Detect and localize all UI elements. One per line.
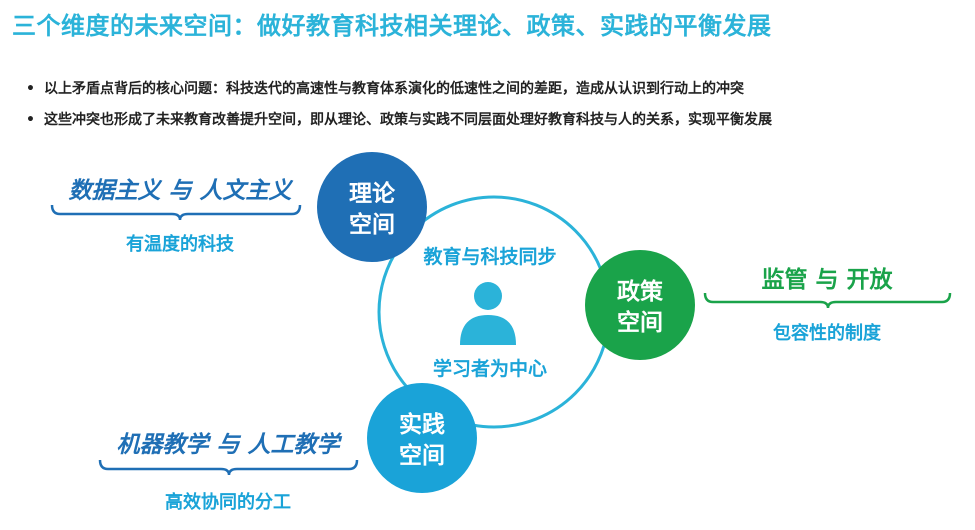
policy-node-line1: 政策: [617, 278, 664, 305]
bullet-item: 这些冲突也形成了未来教育改善提升空间，即从理论、政策与实践不同层面处理好教育科技…: [26, 105, 772, 136]
practice-sub-label: 高效协同的分工: [165, 491, 291, 513]
policy-space-node: 政策 空间: [585, 250, 695, 360]
theory-brace: [50, 204, 302, 221]
policy-main-label: 监管 与 开放: [761, 266, 893, 293]
theory-node-line1: 理论: [349, 180, 396, 207]
policy-brace: [703, 292, 952, 309]
theory-space-node: 理论 空间: [317, 152, 427, 262]
theory-sub-label: 有温度的科技: [126, 233, 235, 255]
practice-node-line1: 实践: [399, 411, 445, 438]
page-title: 三个维度的未来空间：做好教育科技相关理论、政策、实践的平衡发展: [12, 12, 772, 40]
policy-node-line2: 空间: [617, 309, 663, 336]
policy-sub-label: 包容性的制度: [773, 322, 882, 344]
practice-brace: [98, 459, 359, 476]
bullet-item: 以上矛盾点背后的核心问题：科技迭代的高速性与教育体系演化的低速性之间的差距，造成…: [26, 74, 772, 105]
center-bottom-text: 学习者为中心: [433, 357, 547, 380]
practice-space-node: 实践 空间: [367, 383, 477, 493]
center-top-text: 教育与科技同步: [423, 245, 556, 268]
practice-node-line2: 空间: [399, 442, 445, 469]
bullet-list: 以上矛盾点背后的核心问题：科技迭代的高速性与教育体系演化的低速性之间的差距，造成…: [26, 74, 772, 136]
person-icon: [460, 282, 516, 345]
practice-main-label: 机器教学 与 人工教学: [116, 431, 342, 458]
theory-main-label: 数据主义 与 人文主义: [68, 178, 293, 204]
theory-node-line2: 空间: [349, 211, 395, 238]
